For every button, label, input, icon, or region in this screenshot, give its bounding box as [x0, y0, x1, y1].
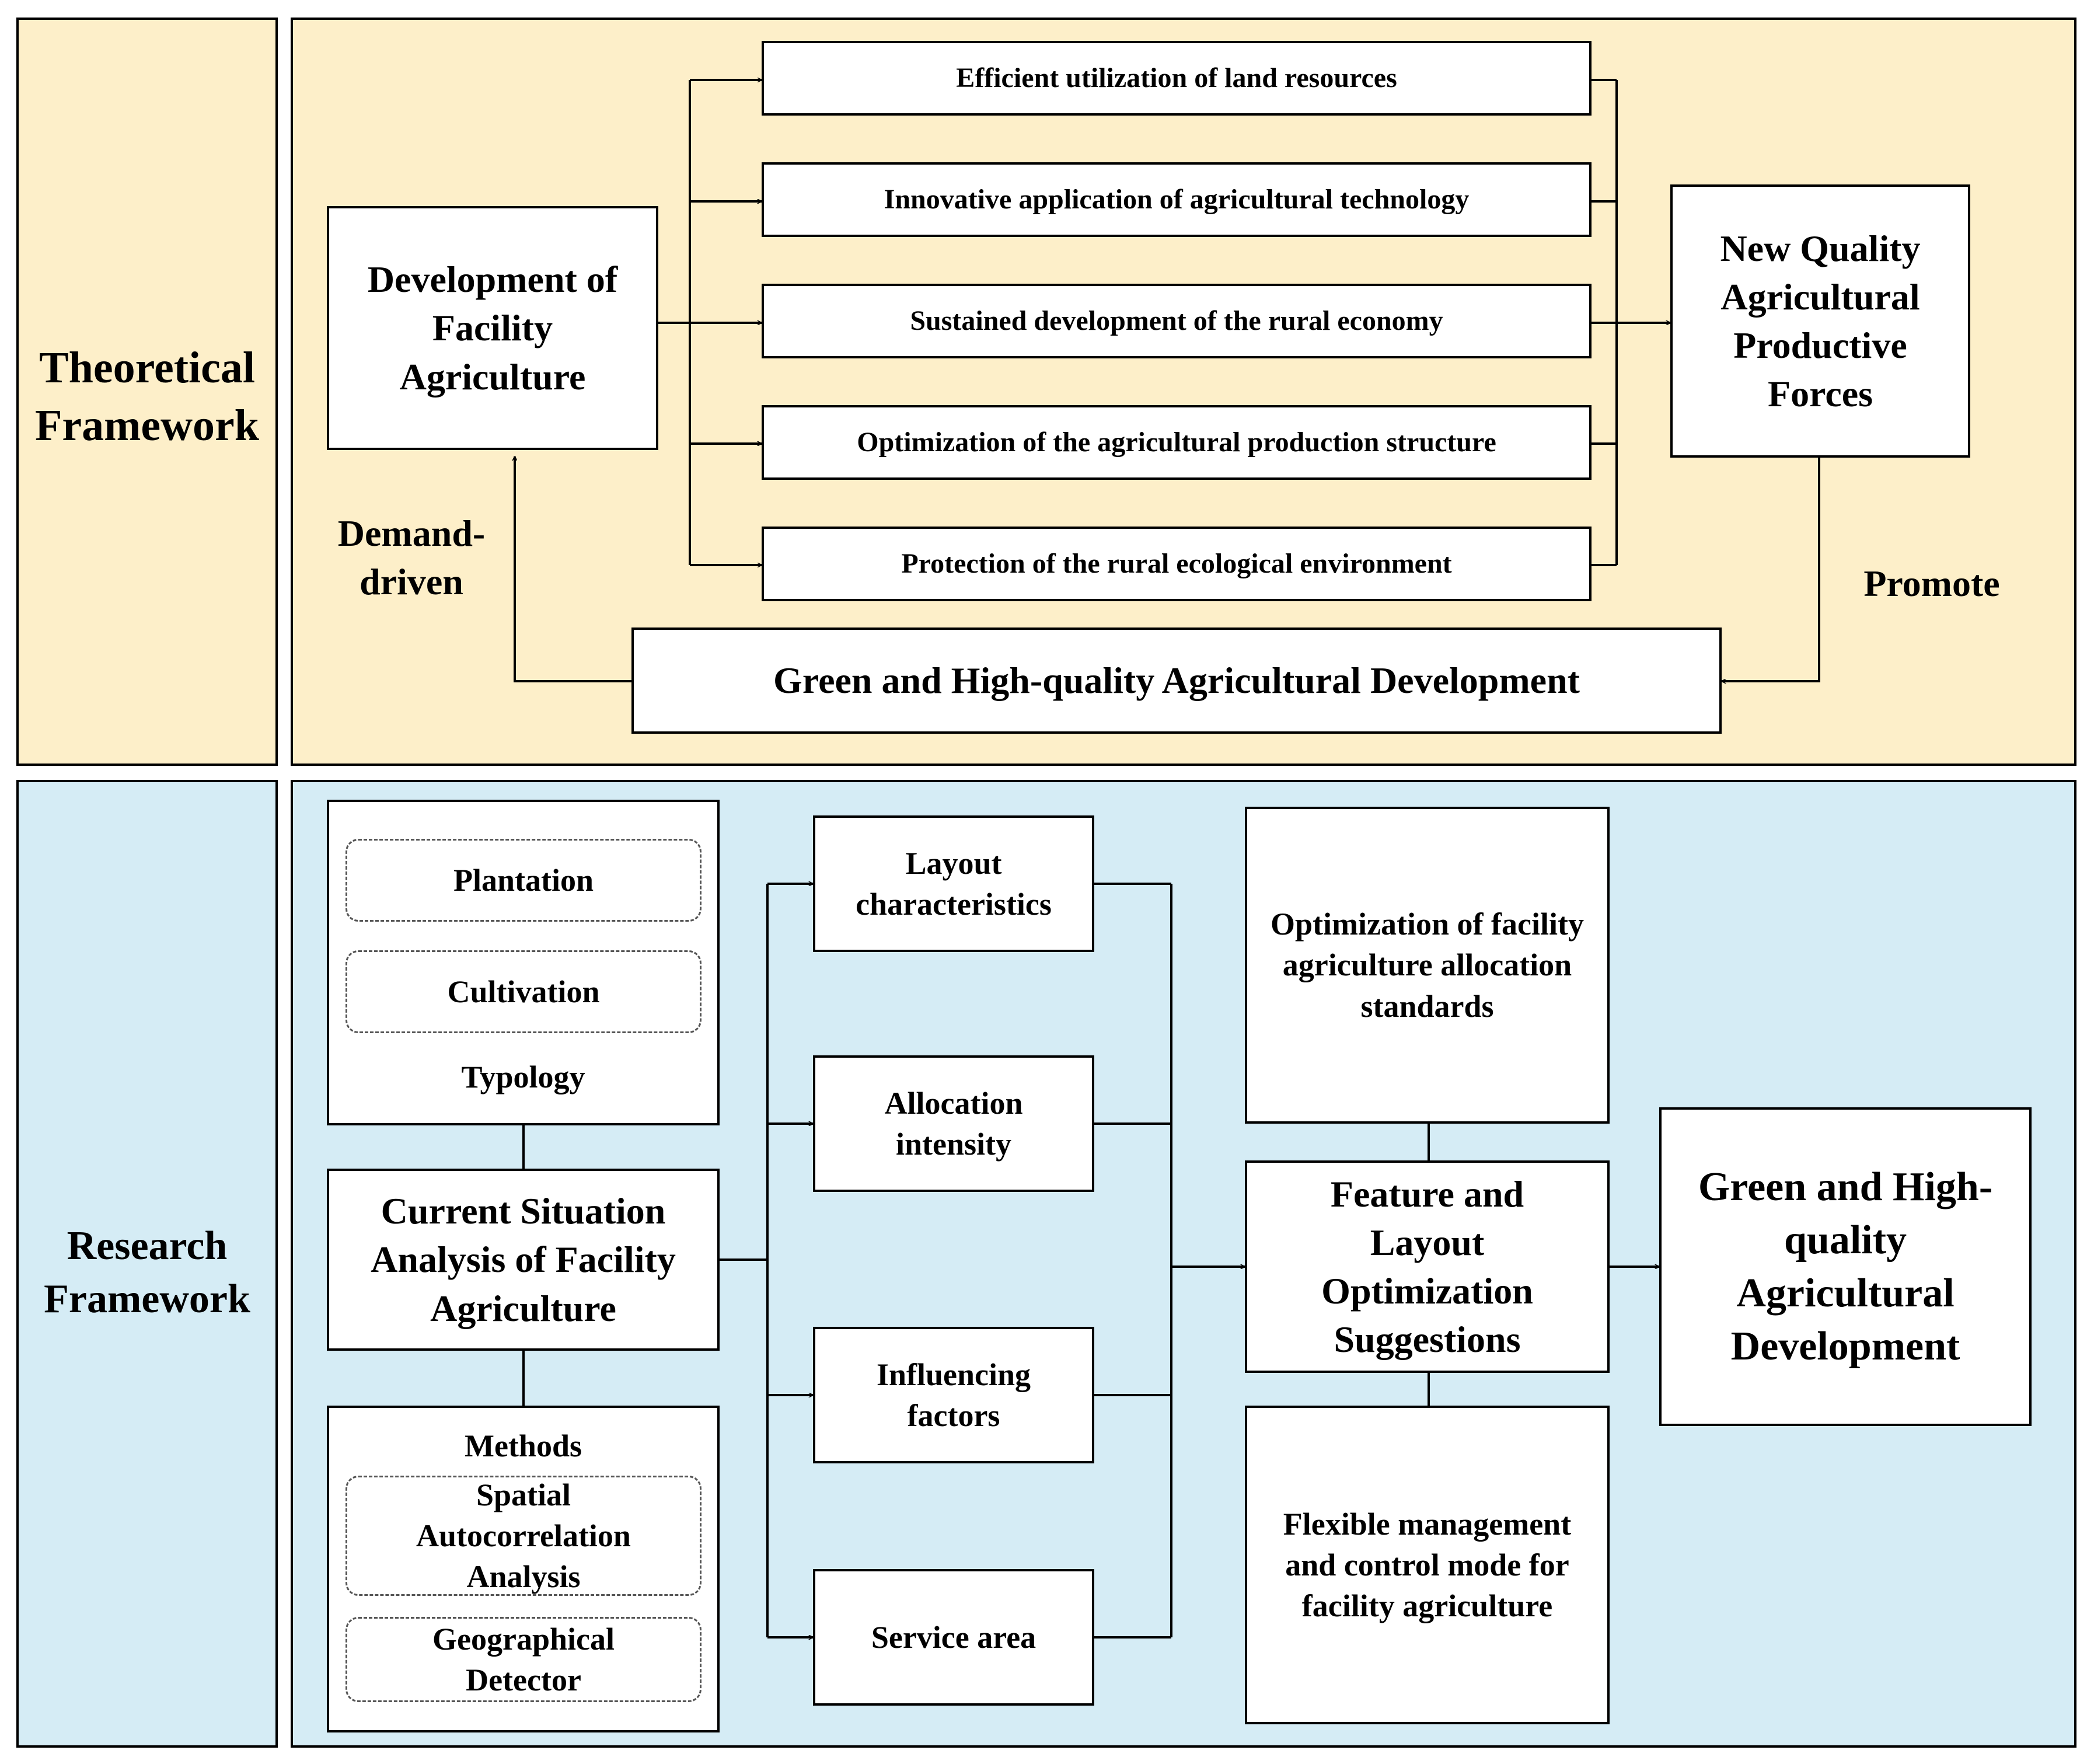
aspect-box-allocation: Allocation intensity [813, 1055, 1094, 1192]
goal-box: Green and High-quality Agricultural Deve… [1659, 1107, 2032, 1426]
effect-box-1: Efficient utilization of land resources [762, 41, 1592, 116]
demand-driven-arrow [515, 456, 631, 682]
effect-box-3: Sustained development of the rural econo… [762, 284, 1592, 358]
promote-arrow [1722, 458, 1820, 681]
typology-item-cultivation: Cultivation [345, 950, 702, 1033]
research-framework-label: Research Framework [44, 1223, 250, 1322]
aspect-box-layout: Layout characteristics [813, 815, 1094, 952]
typology-item-plantation: Plantation [345, 839, 702, 922]
promote-label: Promote [1863, 563, 2000, 605]
effect-box-2: Innovative application of agricultural t… [762, 162, 1592, 237]
target-box: New Quality Agricultural Productive Forc… [1670, 184, 1970, 458]
aspect-box-influencing: Influencing factors [813, 1327, 1094, 1463]
source-box: Development of Facility Agriculture [327, 206, 658, 450]
theoretical-framework-label: Theoretical Framework [34, 343, 260, 450]
suggestions-box: Feature and Layout Optimization Suggesti… [1245, 1160, 1610, 1373]
methods-title: Methods [465, 1428, 582, 1463]
method-spatial-autocorrelation: Spatial Autocorrelation Analysis [345, 1476, 702, 1596]
method-geographical-detector: Geographical Detector [345, 1617, 702, 1702]
effect-box-5: Protection of the rural ecological envir… [762, 527, 1592, 601]
analysis-box: Current Situation Analysis of Facility A… [327, 1169, 720, 1351]
aspect-box-service: Service area [813, 1569, 1094, 1706]
effect-box-4: Optimization of the agricultural product… [762, 405, 1592, 480]
optimization-box: Optimization of facility agriculture all… [1245, 807, 1610, 1124]
typology-title: Typology [461, 1059, 585, 1094]
flexible-box: Flexible management and control mode for… [1245, 1406, 1610, 1724]
theory-label-panel [16, 18, 278, 766]
demand-driven-label: Demand-driven [337, 512, 486, 602]
research-label-panel [16, 780, 278, 1748]
outcome-box: Green and High-quality Agricultural Deve… [631, 627, 1722, 734]
